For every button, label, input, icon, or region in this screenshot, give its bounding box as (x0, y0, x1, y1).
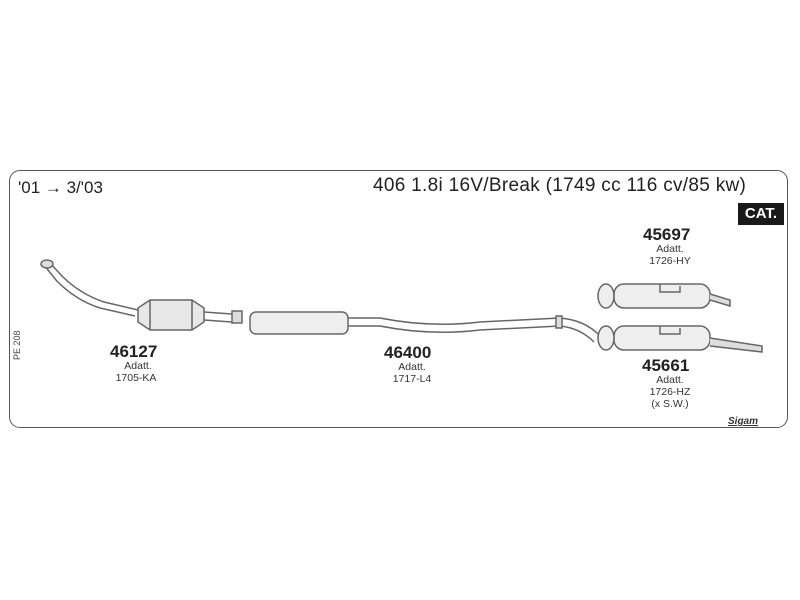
part-code-45697: 1726-HY (649, 255, 691, 267)
front-pipe-46127 (43, 264, 136, 317)
part-code-46400: 1717-L4 (392, 373, 432, 385)
side-reference: PE 208 (12, 330, 22, 360)
part-number-45697: 45697 (643, 225, 691, 244)
part-number-46127: 46127 (110, 342, 158, 361)
middle-silencer-46400 (249, 311, 349, 335)
part-adatt-45697: Adatt. (656, 243, 684, 255)
part-code-45661: 1726-HZ (649, 386, 691, 398)
years-label: '01 → 3/'03 (18, 178, 103, 197)
cat-badge: CAT. (738, 203, 784, 225)
rear-silencer-45661 (613, 325, 711, 351)
model-title: 406 1.8i 16V/Break (1749 cc 116 cv/85 kw… (373, 175, 747, 196)
part-adatt-46400: Adatt. (398, 361, 426, 373)
part-number-45661: 45661 (642, 356, 690, 375)
brand-logo: Sigam (728, 416, 759, 427)
catalytic-converter (137, 299, 205, 331)
middle-pipe-46400 (348, 317, 601, 337)
part-number-46400: 46400 (384, 343, 432, 362)
part-extra-45661: (x S.W.) (651, 398, 689, 410)
part-code-46127: 1705-KA (115, 372, 157, 384)
rear-silencer-45697 (613, 283, 711, 309)
front-pipe-flange (40, 259, 54, 269)
part-adatt-46127: Adatt. (124, 360, 152, 372)
part-adatt-45661: Adatt. (656, 374, 684, 386)
